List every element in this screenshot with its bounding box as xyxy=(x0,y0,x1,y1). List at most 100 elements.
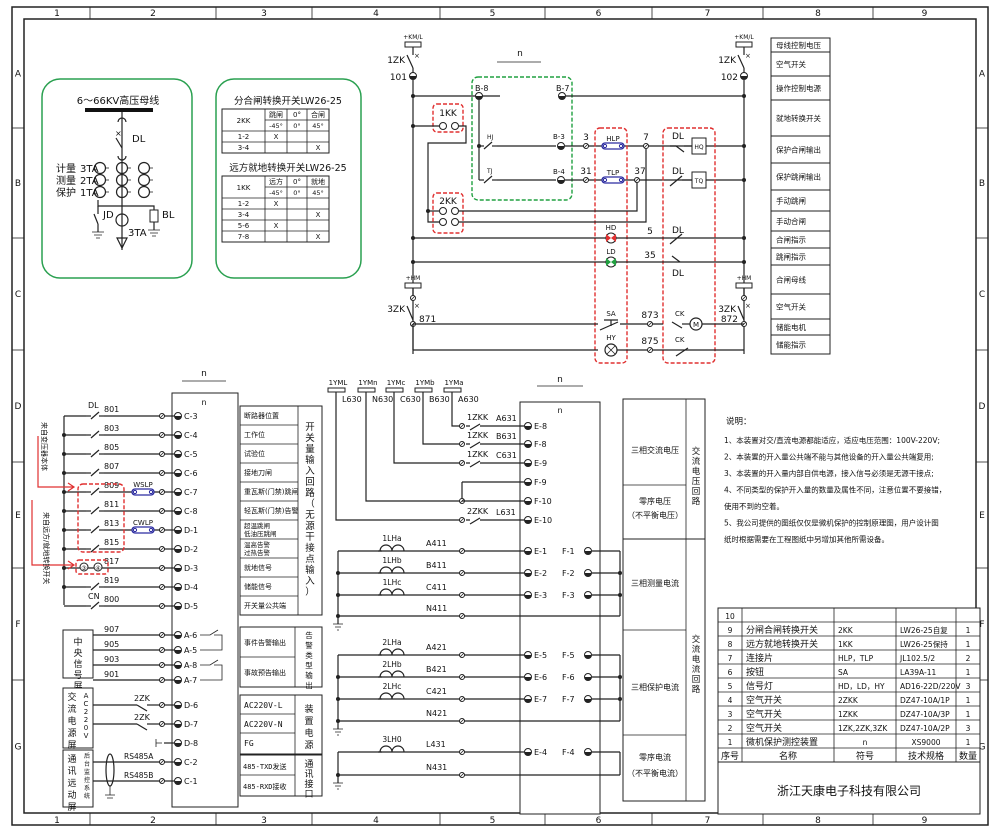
legend-cell xyxy=(770,162,831,191)
plate-pin xyxy=(148,489,154,495)
column-marker: 4 xyxy=(373,816,379,826)
wire-number: 35 xyxy=(644,251,655,261)
voltage-group-label-char: 路 xyxy=(692,496,701,507)
bom-cell: 空气开关 xyxy=(746,694,782,706)
position-header: 远方 xyxy=(269,177,283,186)
switch-2kk-zone xyxy=(432,192,464,234)
voltage-bus-wire: A630 xyxy=(458,395,479,404)
device-terminal-fill xyxy=(524,573,532,577)
ct-label: 2LHc xyxy=(383,682,402,691)
input-label: 接地刀闸 xyxy=(244,468,272,477)
comm-panel-label: 动 xyxy=(67,790,76,801)
switch-2kk-label: 2KK xyxy=(439,197,458,207)
wire xyxy=(159,432,165,438)
output-group-label-char: 告 xyxy=(305,630,313,640)
junction-dot xyxy=(336,773,340,777)
column-marker: 5 xyxy=(490,816,496,826)
legend-label: 母线控制电压 xyxy=(776,40,821,50)
wire xyxy=(90,506,100,515)
input-group-label-char: 开 xyxy=(305,422,315,433)
bus-bar xyxy=(85,108,153,112)
output-group-label-char: 输 xyxy=(305,670,313,680)
device-terminal-fill xyxy=(174,549,182,553)
junction-dot xyxy=(411,124,415,128)
junction-dot xyxy=(336,719,340,723)
device-terminal-fill xyxy=(524,655,532,659)
junction-dot xyxy=(411,260,415,264)
device-terminal-fill xyxy=(524,677,532,681)
legend-label: 储能电机 xyxy=(776,322,806,332)
comm-panel-sub: 后 xyxy=(84,752,90,760)
contact-closed-mark: X xyxy=(316,233,321,241)
device-terminal-fill xyxy=(409,76,417,80)
voltage-bus-terminal xyxy=(327,387,346,393)
row-marker: A xyxy=(15,70,22,80)
legend-cell xyxy=(770,293,831,320)
current-wire-label: B421 xyxy=(426,665,447,674)
wire xyxy=(483,175,493,184)
air-breaker-label: 1ZK xyxy=(718,56,737,66)
current-wire-label: N421 xyxy=(426,709,447,718)
wire xyxy=(159,702,165,708)
central-signal-panel-label: 信 xyxy=(73,658,82,670)
wire xyxy=(583,177,589,183)
wire-number: 31 xyxy=(580,167,591,177)
input-group-label-char: 干 xyxy=(305,532,315,543)
device-label: n xyxy=(201,369,207,379)
bom-cell: 1 xyxy=(728,738,733,747)
bom-cell: DZ47-10A/3P xyxy=(900,710,950,719)
title-block xyxy=(717,761,981,815)
bom-cell: 2KK xyxy=(838,626,854,635)
bom-header: 技术规格 xyxy=(908,750,944,762)
bom-cell: AD16-22D/220V xyxy=(900,682,961,691)
input-label: 工作位 xyxy=(244,430,265,439)
row-marker: E xyxy=(15,511,21,521)
legend-label: 合闸母线 xyxy=(776,275,806,285)
closing-plate-label: HLP xyxy=(606,135,619,143)
contact-pair: 7-8 xyxy=(238,233,249,241)
output-group-label-char: 型 xyxy=(305,661,313,670)
wire xyxy=(159,603,165,609)
device-terminal-fill xyxy=(524,482,532,486)
device-terminal-fill xyxy=(174,635,182,639)
legend-cell xyxy=(770,264,831,295)
power-group-label-char: 装 xyxy=(304,703,313,715)
wire xyxy=(159,759,165,765)
legend-label: 空气开关 xyxy=(776,59,806,69)
wire-number: 875 xyxy=(641,337,658,347)
wire-number: 817 xyxy=(104,557,119,566)
ac-power-panel-label: 电 xyxy=(67,715,76,727)
legend-cell xyxy=(770,334,831,355)
current-group-label-char: 电 xyxy=(692,654,701,665)
note-item: 1、本装置对交/直流电源都能适应，适应电压范围：100V-220V; xyxy=(724,435,940,445)
ct-label: 2LHb xyxy=(382,660,402,669)
bom-cell: LW26-25保持 xyxy=(900,639,948,649)
column-marker: 4 xyxy=(373,9,379,19)
wire-number: 815 xyxy=(104,538,119,547)
bom-cell: 1ZK,2ZK,3ZK xyxy=(838,724,888,733)
input-label: 就地信号 xyxy=(244,563,272,572)
row-marker: B xyxy=(979,179,985,189)
bom-cell: 1KK xyxy=(838,640,854,649)
input-label: 轻瓦斯(门禁)告警 xyxy=(244,506,298,515)
bom-cell: 5 xyxy=(728,682,733,691)
hj-contact-label: HJ xyxy=(487,134,494,141)
device-terminal-fill xyxy=(174,435,182,439)
bom-cell: JL102.5/2 xyxy=(899,654,935,663)
terminal-label: C-1 xyxy=(184,777,198,786)
device-terminal-fill xyxy=(558,96,566,100)
bom-cell: DZ47-10A/1P xyxy=(900,696,950,705)
2kk-contact-icon xyxy=(439,218,447,226)
legend-cell xyxy=(770,75,831,101)
wire xyxy=(459,149,647,223)
power-group-label-char: 源 xyxy=(304,740,313,751)
junction-dot xyxy=(336,675,340,679)
bom-cell: 远方就地转换开关 xyxy=(746,638,818,650)
junction-dot xyxy=(336,571,340,575)
terminal-label: A-6 xyxy=(184,631,197,640)
terminal-label: E-9 xyxy=(534,459,547,468)
current-label: 三相测量电流 xyxy=(631,578,679,588)
wire xyxy=(583,143,589,149)
junction-dot xyxy=(426,209,430,213)
